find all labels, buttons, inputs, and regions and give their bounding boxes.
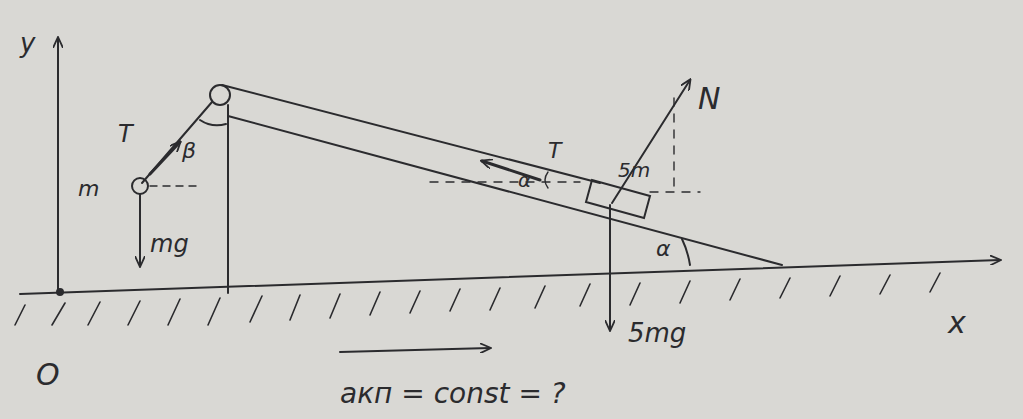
rope	[222, 85, 600, 183]
sketch-label: x	[948, 308, 966, 338]
sketch-label: y	[20, 30, 35, 56]
angle-arc	[682, 239, 690, 265]
beta-arc	[200, 120, 226, 125]
sketch-label: 5m	[618, 160, 650, 180]
sketch-label: α	[656, 238, 671, 260]
sketch-label: m	[78, 178, 99, 200]
block	[586, 180, 650, 218]
y-axis	[57, 38, 59, 293]
wedge-incline	[228, 116, 782, 265]
pendulum-ball	[132, 178, 148, 194]
tension-arrow	[150, 142, 180, 174]
normal-arrow	[612, 80, 690, 203]
sketch-label: 5mg	[628, 320, 686, 346]
weight-arrow	[609, 205, 611, 330]
sketch-label: T	[548, 140, 561, 162]
gravity-arrow	[139, 194, 141, 266]
x-axis	[20, 260, 1000, 294]
wedge-side	[227, 105, 229, 293]
sketch-label: aкп = const = ?	[340, 380, 566, 408]
sketch-label: O	[36, 360, 60, 390]
tension-arrow	[482, 161, 540, 180]
ground-hatch	[15, 273, 940, 325]
sketch-label: β	[182, 140, 196, 162]
sketch-label: T	[118, 122, 133, 146]
sketch-label: α	[518, 170, 531, 190]
pendulum-string	[142, 102, 212, 183]
sketch-label: N	[698, 84, 720, 114]
acceleration-arrow	[340, 348, 490, 352]
sketch-label: mg	[150, 232, 189, 256]
